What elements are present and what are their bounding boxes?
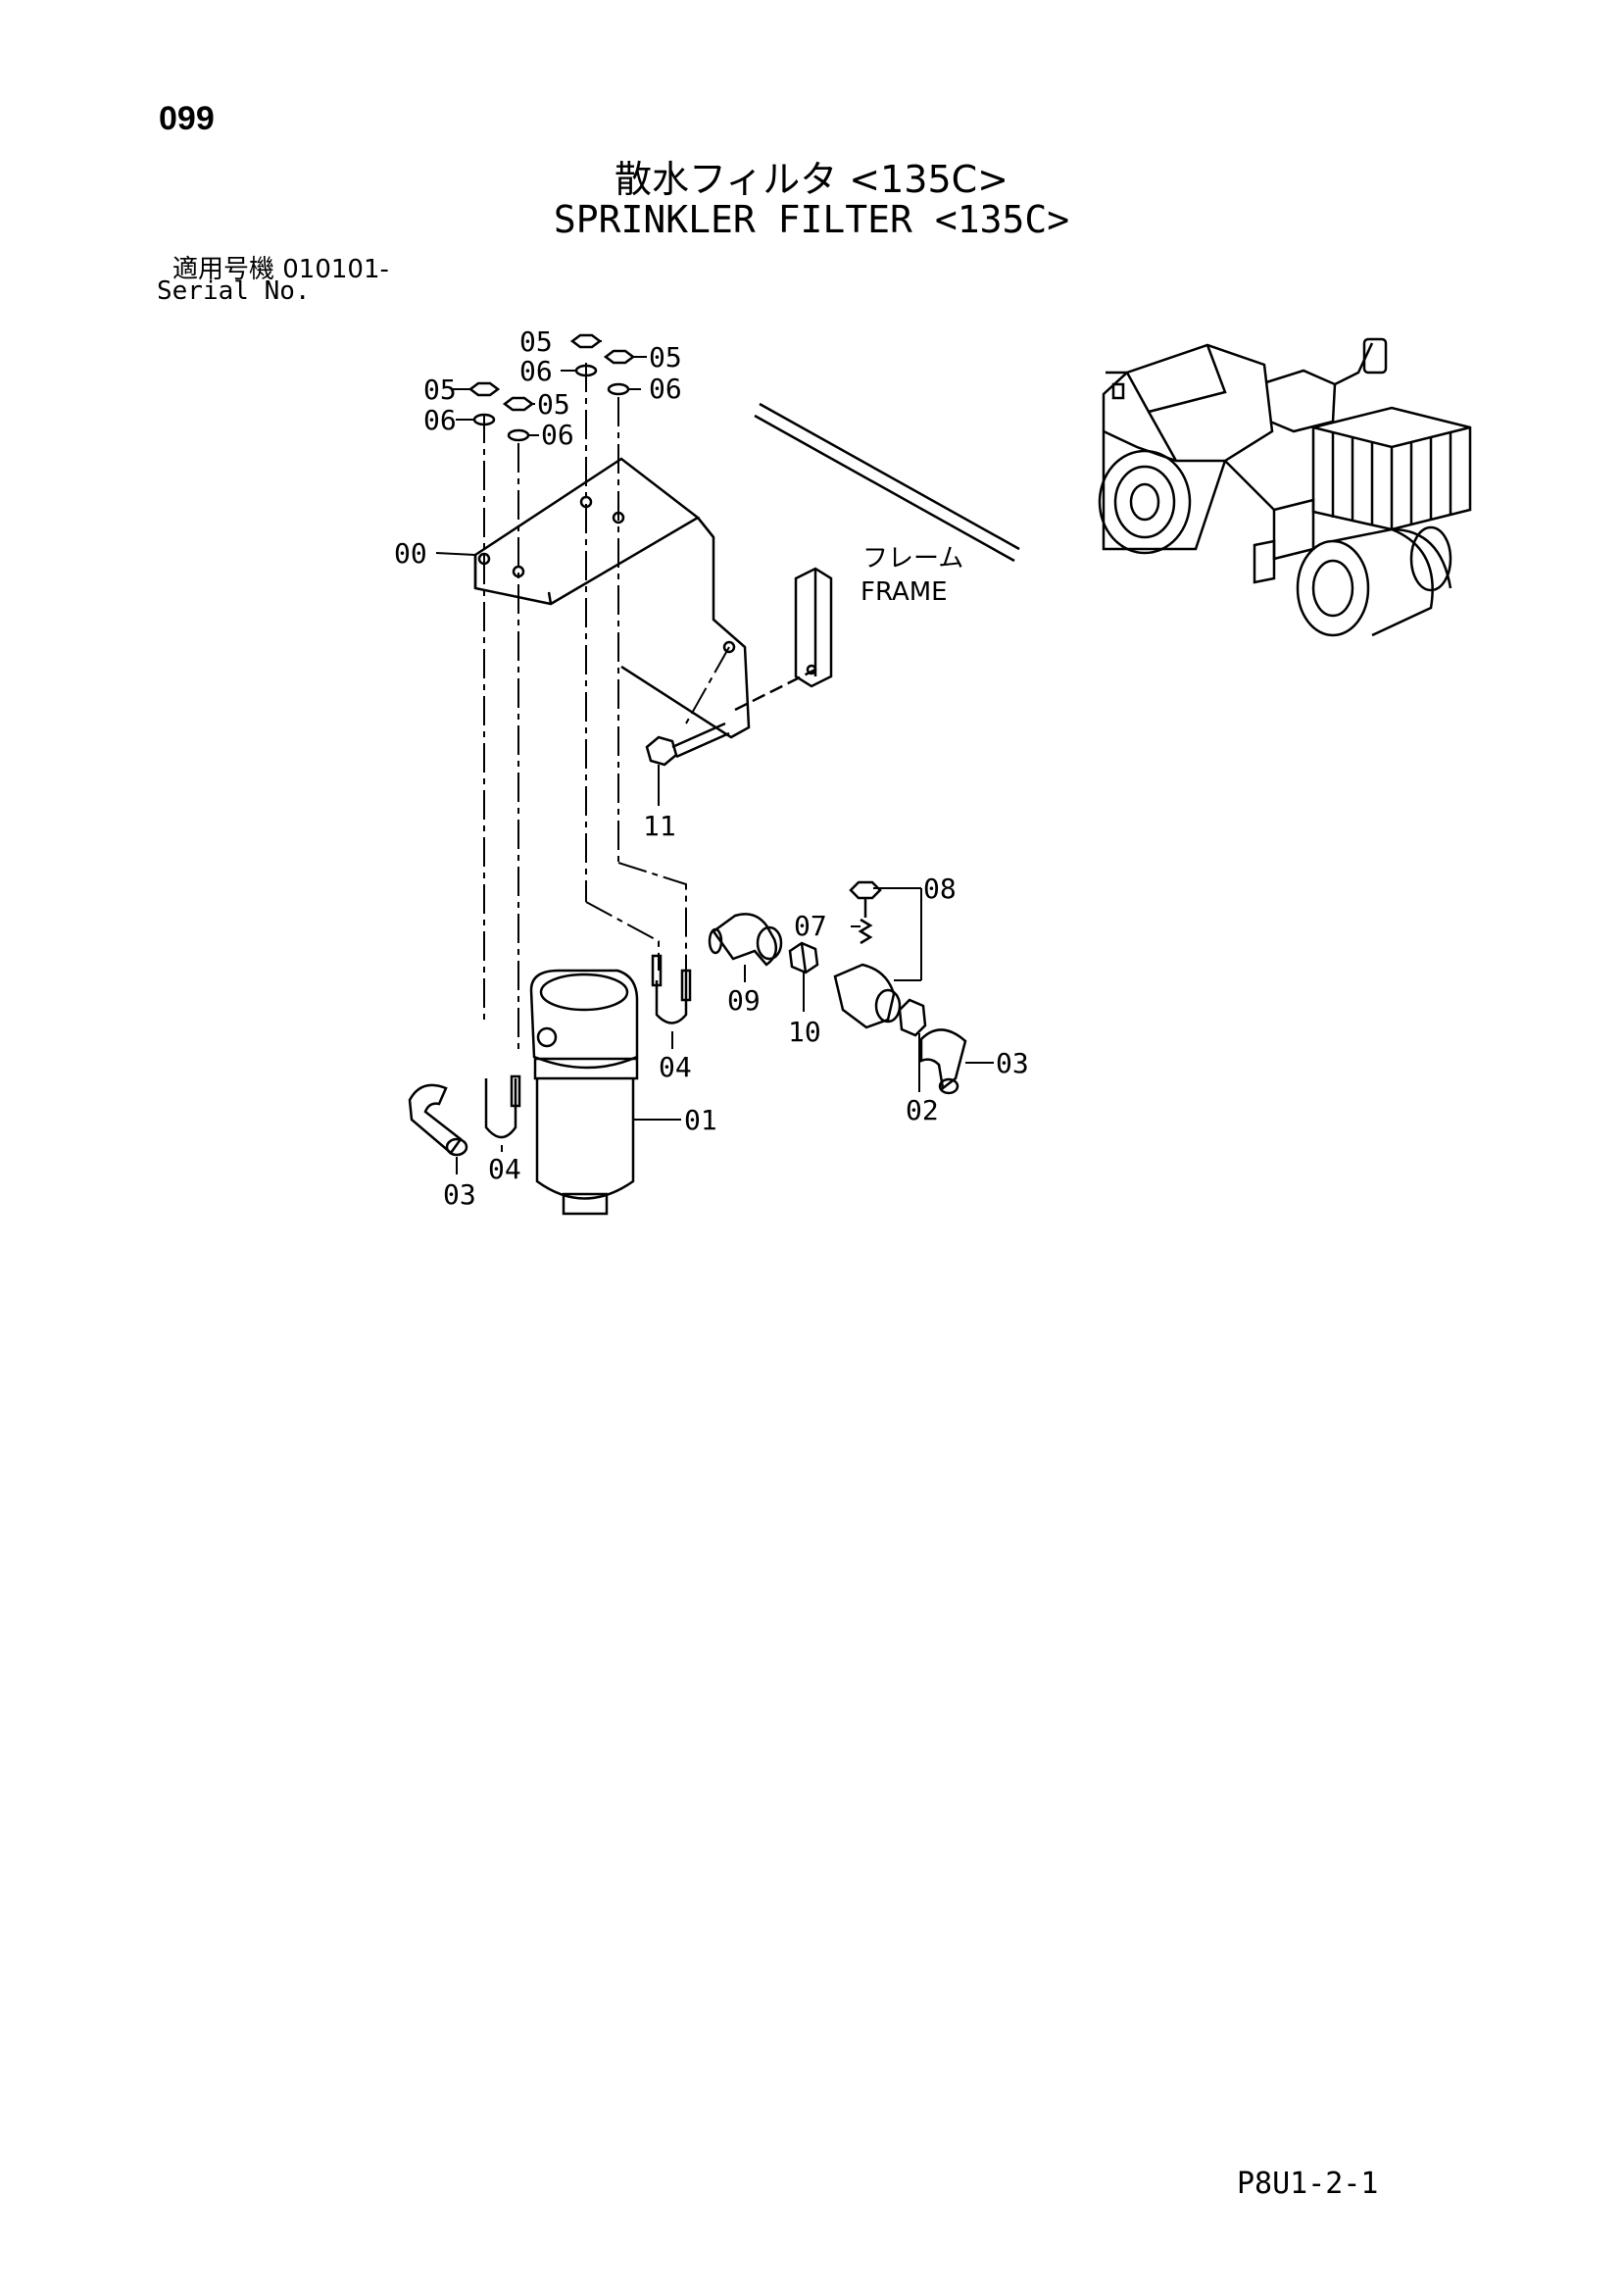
page-number: 099: [159, 100, 215, 137]
elbow-left: [408, 1083, 468, 1157]
callout-06: 06: [423, 404, 457, 436]
callout-05: 05: [423, 374, 457, 406]
callout-10: 10: [788, 1016, 821, 1048]
callout-06: 06: [519, 355, 553, 387]
callout-02: 02: [906, 1094, 939, 1126]
callout-08: 08: [923, 873, 957, 905]
callout-05: 05: [537, 388, 570, 421]
nut-05: [603, 349, 636, 365]
callout-00: 00: [394, 537, 427, 570]
callout-09: 09: [727, 984, 761, 1017]
callout-06: 06: [541, 419, 574, 451]
callout-03: 03: [996, 1047, 1029, 1079]
callout-01: 01: [684, 1104, 717, 1136]
washer-06: [607, 382, 630, 396]
frame-label-japanese: フレーム: [862, 544, 963, 574]
callout-11: 11: [643, 810, 676, 842]
elbow-fitting: [708, 913, 783, 967]
callout-05: 05: [519, 325, 553, 358]
title-japanese: 散水フィルタ <135C>: [614, 158, 1009, 201]
callout-05: 05: [649, 341, 682, 374]
callout-04: 04: [488, 1153, 521, 1185]
callout-07: 07: [794, 910, 827, 942]
bolt: [645, 722, 730, 767]
nut-05: [502, 396, 535, 412]
serial-label-japanese: 適用号機 010101-: [172, 255, 389, 284]
nut-05: [467, 381, 501, 397]
elbow-right: [919, 1028, 967, 1095]
frame-plate: [794, 567, 833, 688]
center-lines: [483, 363, 730, 1049]
u-bolt-right: [651, 954, 692, 1024]
adapter-nut: [788, 941, 819, 974]
fitting: [898, 998, 927, 1037]
machine-illustration: [1098, 337, 1472, 637]
u-bolt-left: [484, 1074, 521, 1139]
nut-05: [569, 333, 603, 349]
callout-03: 03: [443, 1178, 476, 1211]
leader-lines: [435, 340, 994, 1174]
frame-rails: [754, 402, 1020, 563]
serial-label-english: Serial No.: [157, 276, 311, 306]
filter-unit: [529, 969, 639, 1216]
frame-label-english: FRAME: [861, 577, 948, 607]
callout-04: 04: [659, 1051, 692, 1083]
bracket: [473, 457, 816, 739]
washer-06: [507, 428, 530, 442]
callout-06: 06: [649, 373, 682, 405]
document-code: P8U1-2-1: [1237, 2167, 1379, 2201]
title-english: SPRINKLER FILTER <135C>: [553, 198, 1070, 241]
valve-body: [833, 880, 902, 1029]
